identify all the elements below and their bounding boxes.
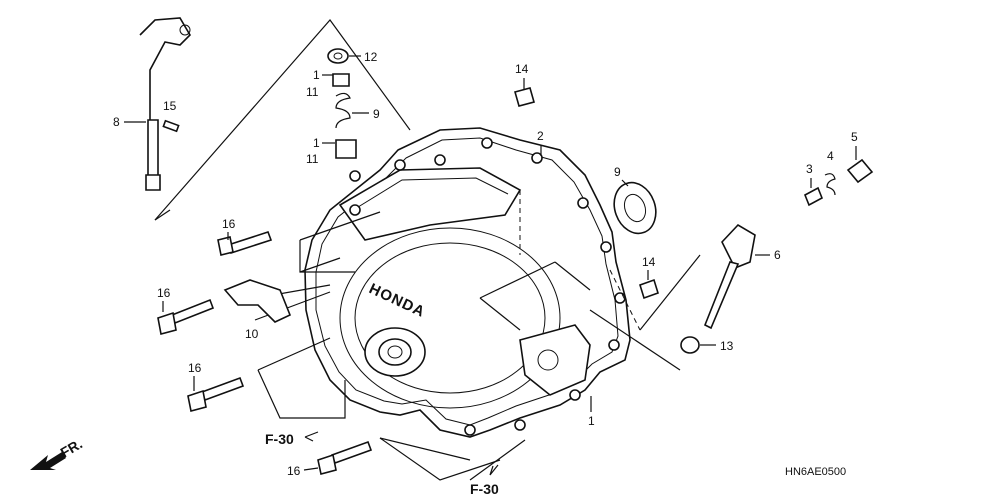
callout-6: 6 (774, 248, 781, 262)
callout-1-a: 1 (313, 68, 320, 82)
bolts (157, 231, 373, 475)
callout-9: 10 (245, 327, 259, 341)
crankcase-cover (304, 127, 631, 438)
callout-1-b: 1 (313, 136, 320, 150)
callout-1-c: 1 (588, 414, 595, 428)
small-parts-stack (327, 48, 357, 159)
callout-16-a: 16 (222, 217, 236, 231)
bearing-part (613, 181, 657, 235)
callout-2: 2 (537, 129, 544, 143)
callout-14-b: 14 (642, 255, 656, 269)
callout-11-b: 11 (306, 152, 319, 166)
front-direction-arrow: FR. (30, 435, 85, 470)
callout-3: 3 (806, 162, 813, 176)
dipstick-part (703, 223, 756, 330)
callout-12: 12 (364, 50, 378, 64)
rod-part (139, 17, 192, 191)
callout-8: 9 (373, 107, 380, 121)
reference-label-f30-a: F-30 (265, 431, 294, 447)
o-ring-part (680, 336, 700, 354)
callout-14-a: 14 (515, 62, 529, 76)
dowel-pins (514, 87, 659, 300)
callouts: 12 1 11 9 1 11 8 15 14 2 9 3 4 5 6 14 13… (113, 50, 858, 478)
callout-16-c: 16 (188, 361, 202, 375)
callout-10: 9 (614, 165, 621, 179)
bracket-part (223, 279, 292, 323)
callout-4: 4 (827, 149, 834, 163)
plug-assembly (803, 158, 874, 207)
callout-15: 15 (163, 99, 177, 113)
callout-16-d: 16 (287, 464, 301, 478)
reference-labels: F-30 F-30 (265, 431, 499, 497)
callout-5: 5 (851, 130, 858, 144)
callout-11-a: 11 (306, 85, 319, 99)
callout-16-b: 16 (157, 286, 171, 300)
guide-lines (154, 19, 701, 481)
diagram-code: HN6AE0500 (785, 466, 846, 478)
callout-7: 8 (113, 115, 120, 129)
reference-label-f30-b: F-30 (470, 481, 499, 497)
callout-13: 13 (720, 339, 734, 353)
